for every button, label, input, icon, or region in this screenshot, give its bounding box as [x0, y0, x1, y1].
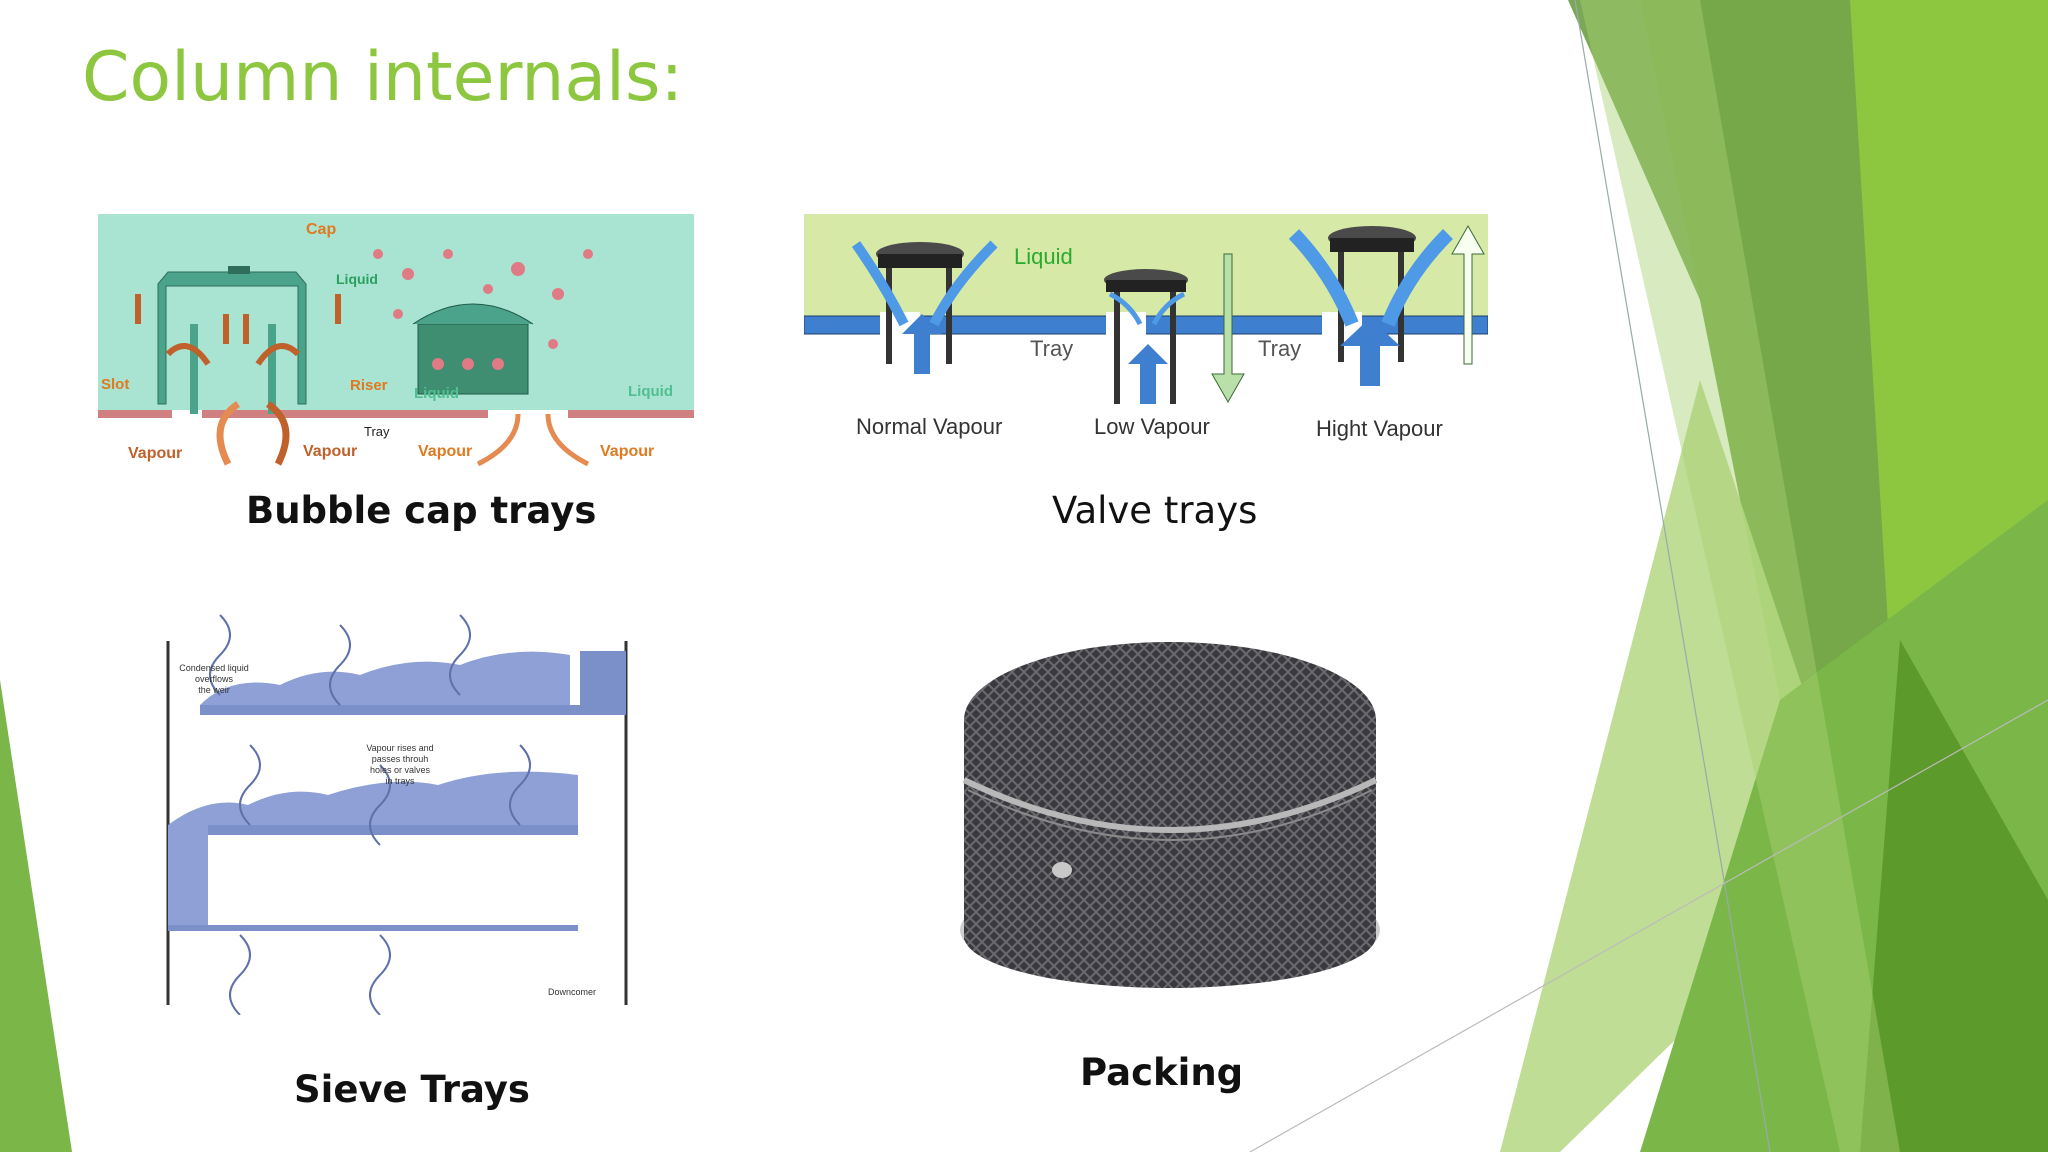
sieve-vapour-line-2: passes throuh	[372, 754, 429, 764]
valve-label-tray-1: Tray	[1030, 336, 1073, 361]
slide-title: Column internals:	[82, 38, 684, 117]
sieve-vapour-line-3: holes or valves	[370, 765, 431, 775]
valve-label-tray-2: Tray	[1258, 336, 1301, 361]
label-vapour-3: Vapour	[418, 443, 472, 460]
sieve-tray-diagram: Condensed liquid overflows the weir Vapo…	[166, 614, 628, 1015]
label-vapour-2: Vapour	[303, 443, 357, 460]
label-liquid-2: Liquid	[414, 385, 459, 402]
valve-label-low: Low Vapour	[1094, 414, 1210, 439]
caption-sieve: Sieve Trays	[294, 1068, 530, 1111]
sieve-condensed-line-3: the weir	[198, 685, 230, 695]
sieve-condensed-line-1: Condensed liquid	[179, 663, 249, 673]
label-cap: Cap	[306, 221, 336, 238]
label-vapour-1: Vapour	[128, 445, 182, 462]
sieve-condensed-line-2: overflows	[195, 674, 234, 684]
valve-tray-diagram: Liquid Tray Tray Normal Vapour Low Vapou…	[804, 214, 1488, 464]
caption-valve: Valve trays	[1052, 489, 1258, 532]
label-vapour-4: Vapour	[600, 443, 654, 460]
sieve-vapour-line-4: in trays	[385, 776, 415, 786]
label-liquid-3: Liquid	[628, 383, 673, 400]
caption-bubble-cap: Bubble cap trays	[246, 489, 597, 532]
caption-packing: Packing	[1080, 1051, 1244, 1094]
label-liquid: Liquid	[336, 271, 378, 287]
valve-label-liquid: Liquid	[1014, 244, 1073, 269]
label-slot: Slot	[101, 376, 129, 393]
sieve-vapour-line-1: Vapour rises and	[366, 743, 433, 753]
label-riser: Riser	[350, 377, 388, 394]
sieve-downcomer: Downcomer	[548, 987, 596, 997]
packing-image	[960, 642, 1380, 988]
valve-label-normal: Normal Vapour	[856, 414, 1002, 439]
valve-label-high: Hight Vapour	[1316, 416, 1443, 441]
bubble-cap-diagram: Cap Liquid Slot Riser Liquid Liquid Tray…	[98, 214, 694, 470]
label-tray: Tray	[364, 424, 390, 439]
